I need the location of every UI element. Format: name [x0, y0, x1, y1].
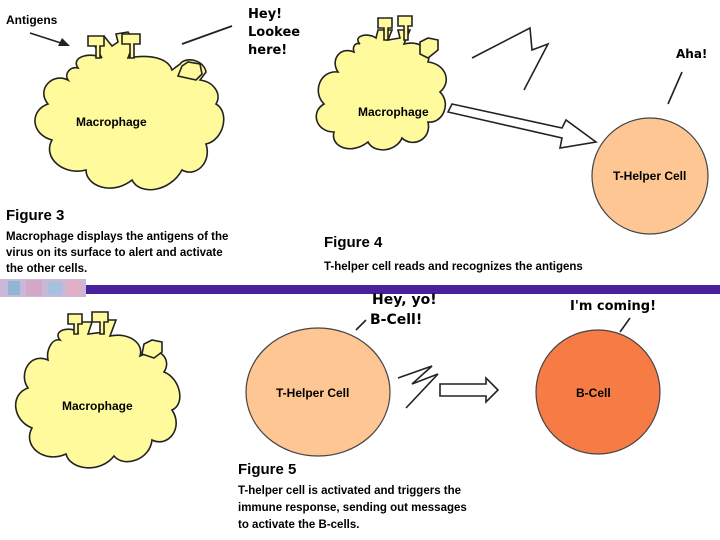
speech-pointer-fig4	[667, 71, 683, 105]
purple-band	[0, 285, 720, 294]
macrophage-label-fig4: Macrophage	[358, 105, 429, 119]
figure-3-title: Figure 3	[6, 207, 64, 224]
t-helper-cell-fig5	[245, 327, 391, 457]
speech-fig3: Hey! Lookee here!	[248, 7, 305, 58]
macrophage-cell-fig4	[315, 29, 448, 151]
speech-pointer-fig3	[181, 25, 233, 45]
texture-patch-c	[48, 282, 62, 295]
antigen-fig5-b	[91, 311, 109, 335]
signal-zigzag-fig5	[397, 365, 439, 409]
t-helper-label-fig5: T-Helper Cell	[276, 386, 349, 400]
macrophage-label-fig3: Macrophage	[76, 115, 147, 129]
antigens-pointer-arrowhead	[58, 38, 70, 46]
speech-pointer-fig5-t	[355, 319, 367, 331]
recognition-arrow-fig4	[446, 103, 599, 149]
b-cell-label-fig5: B-Cell	[576, 386, 611, 400]
texture-patch-d	[66, 280, 82, 296]
figure-5-caption: T-helper cell is activated and triggers …	[238, 485, 470, 531]
activation-arrow-fig5	[439, 376, 500, 404]
antigen-fig3-c	[176, 61, 203, 81]
antigens-pointer-line	[29, 32, 65, 45]
antigen-fig3-a	[87, 35, 105, 59]
figure-4: Macrophage T-Helper Cell Aha! Figure 4 T…	[315, 15, 709, 273]
macrophage-cell-fig5	[14, 319, 181, 469]
decorative-texture-strip	[0, 279, 86, 297]
figure-5-title: Figure 5	[238, 461, 296, 478]
t-helper-label-fig4: T-Helper Cell	[613, 169, 686, 183]
speech-pointer-fig5-b	[619, 317, 631, 333]
antigen-fig3-b	[121, 33, 141, 59]
antigens-label: Antigens	[6, 13, 58, 27]
texture-patch-b	[26, 280, 42, 296]
figure-3: Antigens Macrophage Hey! Lookee here! Fi…	[6, 7, 305, 275]
speech-fig4: Aha!	[676, 47, 707, 61]
antigen-fig5-a	[67, 313, 83, 335]
signal-zigzag-fig4	[471, 26, 550, 91]
figure-5: Macrophage T-Helper Cell B-Cell Hey, yo!…	[14, 292, 661, 531]
divider-band	[0, 279, 720, 297]
antigen-fig5-c	[141, 339, 163, 359]
b-cell-fig5	[535, 329, 661, 455]
speech-fig5-t-helper: Hey, yo! B-Cell!	[370, 292, 441, 328]
figure-4-title: Figure 4	[324, 234, 383, 251]
figure-4-caption: T-helper cell reads and recognizes the a…	[324, 261, 583, 273]
macrophage-label-fig5: Macrophage	[62, 399, 133, 413]
speech-fig5-b-cell: I'm coming!	[570, 299, 656, 314]
antigen-fig4-c	[419, 37, 439, 59]
antigen-fig4-a	[377, 17, 393, 41]
figure-3-caption: Macrophage displays the antigens of the …	[6, 231, 232, 275]
antigen-fig4-b	[397, 15, 413, 41]
texture-patch-a	[8, 281, 20, 295]
macrophage-cell-fig3	[34, 31, 225, 191]
t-helper-cell-fig4	[591, 117, 709, 235]
